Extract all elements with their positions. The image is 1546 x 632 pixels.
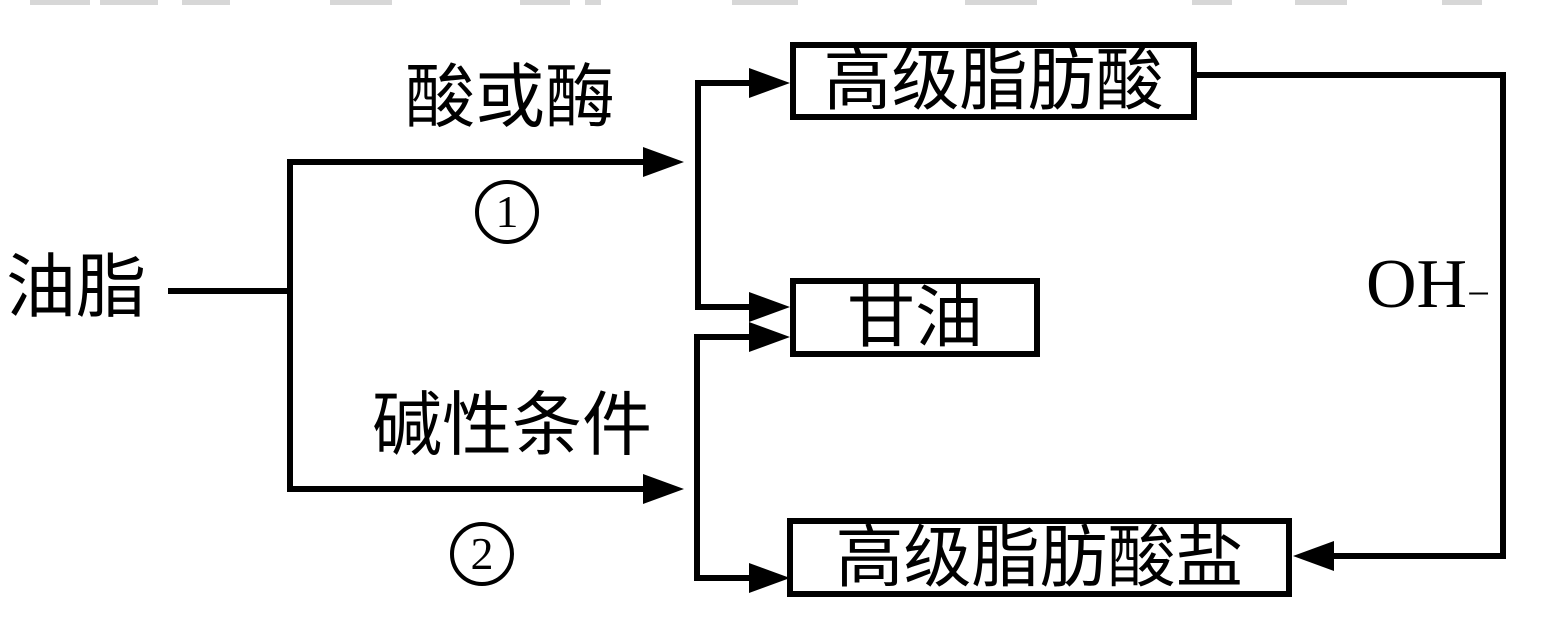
fatty-acid-salt-label: 高级脂肪酸盐 (835, 519, 1244, 596)
branch2-arrow-shaft (287, 486, 647, 492)
artifact (965, 0, 1037, 5)
oh-loop-vertical-line (1500, 72, 1506, 559)
step1-number: 1 (495, 186, 519, 237)
to-salt-arrowhead-icon (749, 563, 790, 593)
to-glycerol-lower-shaft (694, 334, 753, 340)
branch1-arrowhead-icon (643, 147, 684, 177)
to-salt-shaft (694, 575, 753, 581)
artifact (1442, 0, 1482, 5)
glycerol-label: 甘油 (846, 279, 983, 356)
artifact (182, 0, 230, 5)
to-glycerol-lower-arrowhead-icon (749, 322, 790, 352)
oh-loop-bottom-shaft (1330, 553, 1506, 559)
fatty-acid-salt-box: 高级脂肪酸盐 (787, 518, 1292, 597)
artifact (30, 0, 90, 5)
oh-base: OH (1366, 246, 1468, 323)
fatty-acid-label: 高级脂肪酸 (823, 43, 1164, 119)
step1-circled-number: 1 (475, 180, 539, 244)
artifact (1192, 0, 1232, 5)
fatty-acid-box: 高级脂肪酸 (790, 42, 1197, 120)
source-connector-line (168, 288, 290, 294)
artifact (585, 0, 601, 5)
glycerol-box: 甘油 (790, 278, 1040, 357)
branch1-arrow-shaft (287, 159, 647, 165)
branch1-splitter-line (695, 80, 701, 310)
branch-bracket-line (287, 159, 293, 492)
branch2-splitter-line (694, 334, 700, 581)
artifact (100, 0, 158, 5)
to-fatty-acid-shaft (695, 80, 753, 86)
oh-reagent-label: OH− (1290, 250, 1490, 320)
oh-loop-top-line (1197, 72, 1506, 78)
artifact (1295, 0, 1347, 5)
branch2-arrowhead-icon (643, 474, 684, 504)
branch1-condition-label: 酸或酶 (405, 60, 615, 137)
oh-superscript-minus: − (1467, 271, 1490, 316)
to-glycerol-upper-shaft (695, 304, 753, 310)
branch2-condition-label: 碱性条件 (372, 388, 652, 465)
to-fatty-acid-arrowhead-icon (749, 68, 790, 98)
to-glycerol-upper-arrowhead-icon (749, 292, 790, 322)
artifact (520, 0, 570, 5)
oh-loop-arrowhead-icon (1293, 541, 1334, 571)
artifact (330, 0, 392, 5)
step2-number: 2 (470, 528, 494, 579)
source-label-oil: 油脂 (6, 250, 146, 327)
artifact (732, 0, 798, 5)
step2-circled-number: 2 (450, 522, 514, 586)
